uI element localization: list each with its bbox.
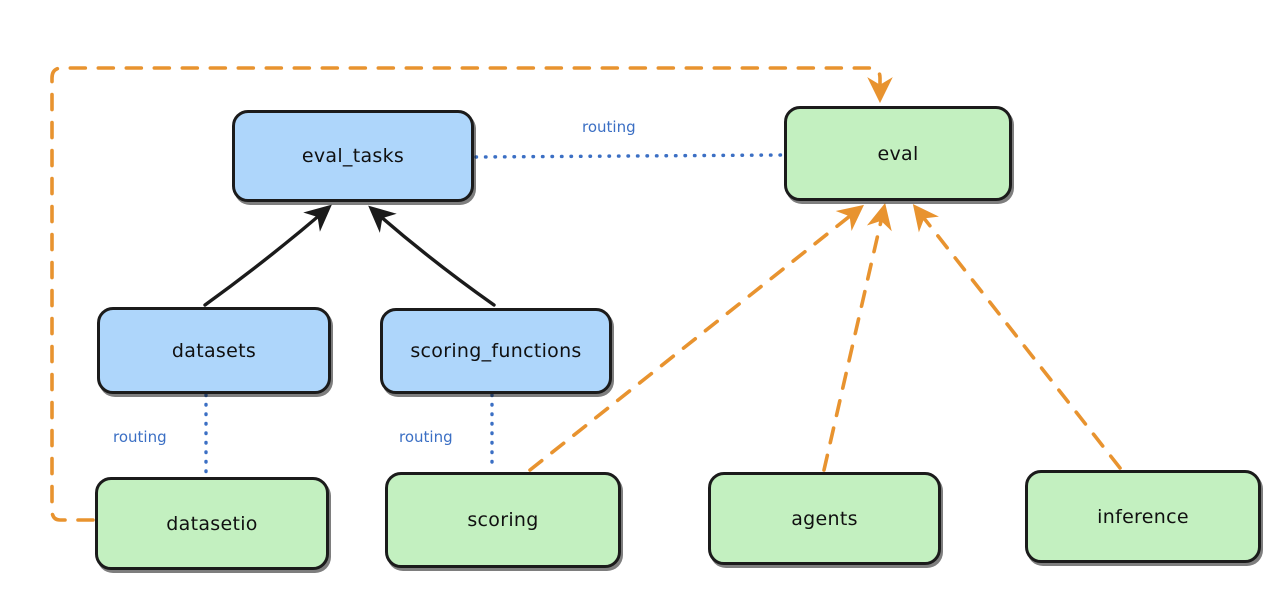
node-label-datasetio: datasetio (166, 512, 258, 535)
edge-scoring-functions-to-eval-tasks (368, 205, 496, 307)
edge-label-routing-scoring-functions-scoring: routing (396, 428, 456, 446)
node-inference[interactable]: inference (1025, 470, 1261, 563)
node-scoring-functions[interactable]: scoring_functions (380, 308, 612, 394)
edge-datasetio-to-eval (50, 66, 893, 522)
node-datasetio[interactable]: datasetio (95, 477, 329, 570)
node-label-agents: agents (791, 507, 858, 530)
node-datasets[interactable]: datasets (97, 307, 331, 394)
node-scoring[interactable]: scoring (385, 472, 621, 568)
edge-datasets-to-eval-tasks (203, 204, 332, 307)
node-eval-tasks[interactable]: eval_tasks (232, 110, 474, 202)
edge-inference-to-eval (912, 203, 1122, 470)
edge-label-routing-datasets-datasetio: routing (110, 428, 170, 446)
node-label-eval-tasks: eval_tasks (301, 145, 405, 167)
edge-eval-tasks-to-eval (474, 153, 784, 159)
node-label-scoring: scoring (467, 509, 539, 531)
node-label-scoring-functions: scoring_functions (410, 340, 582, 362)
edge-scoring-to-eval (528, 204, 864, 472)
node-agents[interactable]: agents (708, 472, 941, 565)
node-label-eval: eval (877, 142, 919, 165)
edge-label-routing-eval-tasks-eval: routing (579, 118, 639, 136)
node-label-inference: inference (1097, 505, 1189, 528)
node-label-datasets: datasets (171, 339, 257, 362)
edge-agents-to-eval (822, 203, 892, 472)
node-eval[interactable]: eval (784, 106, 1012, 201)
